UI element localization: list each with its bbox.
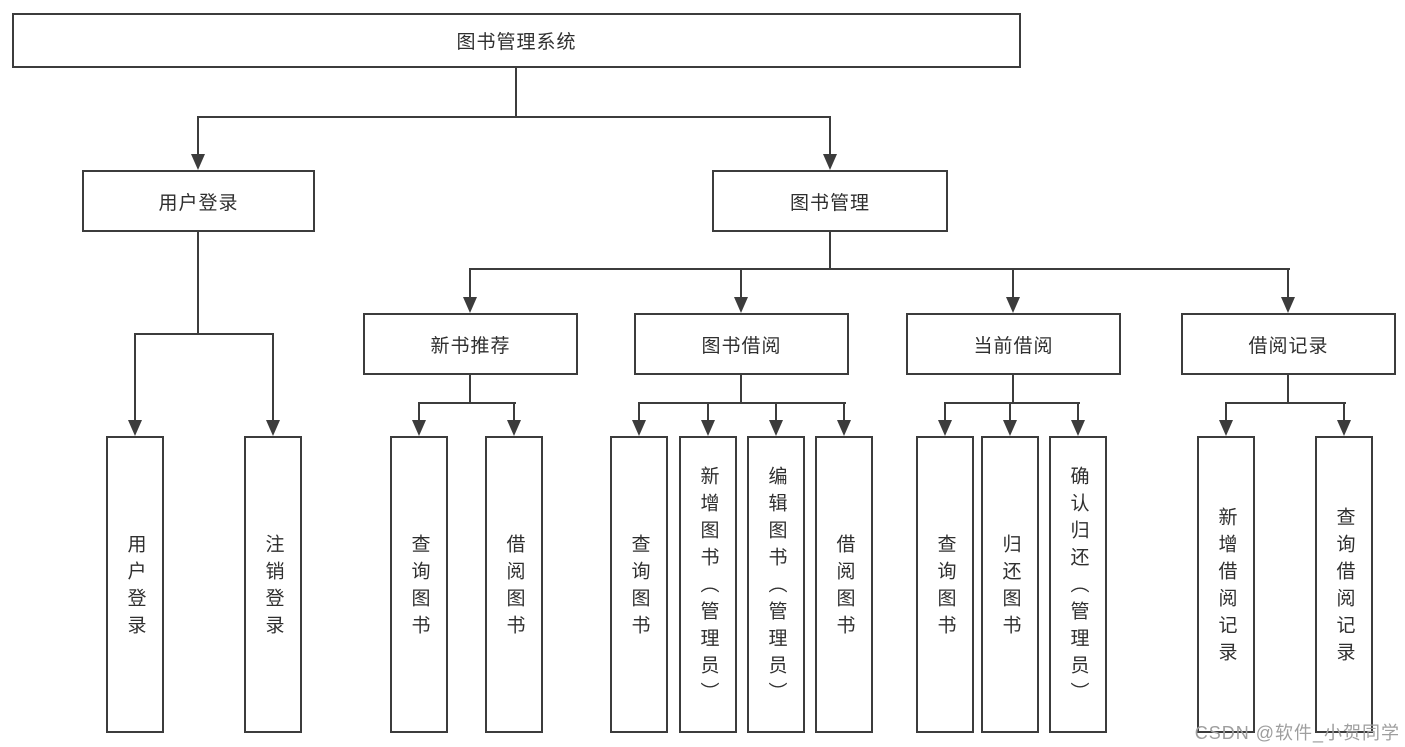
node-book-borrowing: 图书借阅 [634, 313, 849, 375]
arrow-down-icon [837, 420, 851, 436]
arrow-down-icon [266, 420, 280, 436]
csdn-watermark: CSDN @软件_小贺同学 [1194, 723, 1400, 743]
arrow-down-icon [769, 420, 783, 436]
connector-line [1287, 375, 1289, 404]
arrow-down-icon [412, 420, 426, 436]
arrow-down-icon [734, 297, 748, 313]
arrow-down-icon [701, 420, 715, 436]
connector-line [1012, 268, 1014, 299]
node-new-book-recommendation: 新书推荐 [363, 313, 578, 375]
arrow-down-icon [191, 154, 205, 170]
leaf-borrow-books: 借阅图书 [815, 436, 873, 733]
connector-line [829, 232, 831, 270]
leaf-logout: 注销登录 [244, 436, 302, 733]
node-current-borrowing: 当前借阅 [906, 313, 1121, 375]
node-book-management: 图书管理 [712, 170, 948, 232]
arrow-down-icon [938, 420, 952, 436]
connector-line [469, 268, 1290, 270]
arrow-down-icon [1071, 420, 1085, 436]
leaf-edit-books-admin: 编辑图书（管理员） [747, 436, 805, 733]
arrow-down-icon [823, 154, 837, 170]
arrow-down-icon [1003, 420, 1017, 436]
node-borrowing-records: 借阅记录 [1181, 313, 1396, 375]
connector-line [469, 268, 471, 299]
connector-line [1343, 402, 1345, 422]
connector-line [134, 333, 136, 422]
connector-line [1287, 268, 1289, 299]
arrow-down-icon [1281, 297, 1295, 313]
connector-line [707, 402, 709, 422]
leaf-query-books-current: 查询图书 [916, 436, 974, 733]
connector-line [272, 333, 274, 422]
connector-line [197, 116, 199, 156]
leaf-user-login: 用户登录 [106, 436, 164, 733]
leaf-query-borrow-record: 查询借阅记录 [1315, 436, 1373, 733]
connector-line [1077, 402, 1079, 422]
leaf-query-books-recommend: 查询图书 [390, 436, 448, 733]
node-library-management-system: 图书管理系统 [12, 13, 1021, 68]
connector-line [469, 375, 471, 404]
node-user-login: 用户登录 [82, 170, 315, 232]
connector-line [418, 402, 420, 422]
connector-line [134, 333, 274, 335]
leaf-confirm-return-admin: 确认归还（管理员） [1049, 436, 1107, 733]
arrow-down-icon [507, 420, 521, 436]
leaf-add-books-admin: 新增图书（管理员） [679, 436, 737, 733]
arrow-down-icon [1337, 420, 1351, 436]
connector-line [513, 402, 515, 422]
leaf-add-borrow-record: 新增借阅记录 [1197, 436, 1255, 733]
connector-line [515, 68, 517, 118]
connector-line [740, 268, 742, 299]
connector-line [418, 402, 516, 404]
connector-line [843, 402, 845, 422]
connector-line [829, 116, 831, 156]
connector-line [944, 402, 1080, 404]
connector-line [944, 402, 946, 422]
connector-line [1012, 375, 1014, 404]
connector-line [740, 375, 742, 404]
connector-line [1009, 402, 1011, 422]
leaf-borrow-books-recommend: 借阅图书 [485, 436, 543, 733]
arrow-down-icon [128, 420, 142, 436]
connector-line [1225, 402, 1227, 422]
leaf-query-books-borrowing: 查询图书 [610, 436, 668, 733]
connector-line [638, 402, 846, 404]
leaf-return-books: 归还图书 [981, 436, 1039, 733]
arrow-down-icon [632, 420, 646, 436]
arrow-down-icon [463, 297, 477, 313]
arrow-down-icon [1006, 297, 1020, 313]
arrow-down-icon [1219, 420, 1233, 436]
connector-line [638, 402, 640, 422]
connector-line [197, 232, 199, 335]
connector-line [197, 116, 831, 118]
connector-line [1225, 402, 1346, 404]
connector-line [775, 402, 777, 422]
